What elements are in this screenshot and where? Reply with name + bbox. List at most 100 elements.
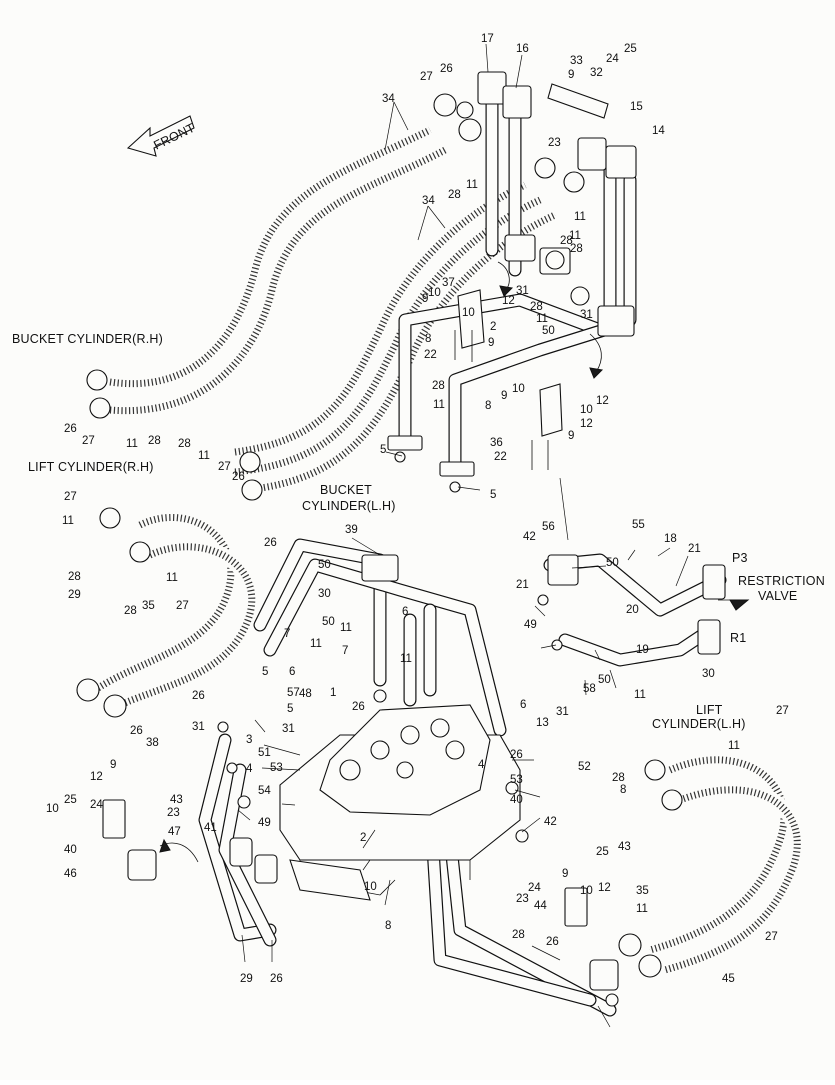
part-number-callout: 10 bbox=[580, 404, 593, 416]
part-number-callout: 31 bbox=[282, 723, 295, 735]
part-number-callout: 31 bbox=[516, 285, 529, 297]
part-number-callout: 11 bbox=[340, 622, 352, 634]
part-number-callout: 23 bbox=[167, 807, 180, 819]
part-number-callout: 46 bbox=[64, 868, 77, 880]
part-number-callout: 15 bbox=[630, 101, 643, 113]
part-number-callout: 11 bbox=[536, 313, 548, 325]
part-number-callout: 38 bbox=[146, 737, 159, 749]
bucket-rh-label: BUCKET CYLINDER(R.H) bbox=[12, 332, 163, 346]
part-number-callout: 9 bbox=[488, 337, 494, 349]
part-number-callout: 4 bbox=[478, 759, 485, 771]
part-number-callout: 49 bbox=[524, 619, 537, 631]
part-number-callout: 25 bbox=[64, 794, 77, 806]
part-number-callout: 11 bbox=[126, 438, 138, 450]
part-number-callout: 22 bbox=[424, 349, 437, 361]
part-number-callout: 29 bbox=[68, 589, 81, 601]
part-number-callout: 26 bbox=[510, 749, 523, 761]
part-number-callout: 31 bbox=[192, 721, 205, 733]
part-number-callout: 42 bbox=[544, 816, 557, 828]
part-number-callout: 5 bbox=[490, 489, 496, 501]
part-number-callout: 21 bbox=[516, 579, 529, 591]
part-number-callout: 32 bbox=[590, 67, 603, 79]
part-number-callout: 8 bbox=[425, 333, 431, 345]
part-number-callout: 56 bbox=[542, 521, 555, 533]
part-number-callout: 11 bbox=[198, 450, 210, 462]
upper-brackets bbox=[454, 289, 563, 470]
part-number-callout: 34 bbox=[382, 93, 395, 105]
part-number-callout: 9 bbox=[501, 390, 507, 402]
part-number-callout: 50 bbox=[542, 325, 555, 337]
part-number-callout: 21 bbox=[688, 543, 701, 555]
part-number-callout: 28 bbox=[124, 605, 137, 617]
part-number-callout: 27 bbox=[176, 600, 189, 612]
part-number-callout: 9 bbox=[568, 430, 574, 442]
restriction-label-2: VALVE bbox=[758, 589, 797, 603]
part-number-callout: 31 bbox=[556, 706, 569, 718]
part-number-callout: 11 bbox=[433, 399, 445, 411]
lift-rh-label: LIFT CYLINDER(R.H) bbox=[28, 460, 154, 474]
part-number-callout: 34 bbox=[422, 195, 435, 207]
part-number-callout: 10 bbox=[364, 881, 377, 893]
part-number-callout: 51 bbox=[258, 747, 271, 759]
part-number-callout: 9 bbox=[422, 293, 428, 305]
part-number-callout: 10 bbox=[512, 383, 525, 395]
part-number-callout: 10 bbox=[46, 803, 59, 815]
part-number-callout: 11 bbox=[728, 740, 740, 752]
part-number-callout: 55 bbox=[632, 519, 645, 531]
part-number-callout: 11 bbox=[400, 653, 412, 665]
part-number-callout: 28 bbox=[148, 435, 161, 447]
part-number-callout: 26 bbox=[64, 423, 77, 435]
part-number-callout: 40 bbox=[510, 794, 523, 806]
part-number-callout: 24 bbox=[528, 882, 541, 894]
lift-lh-label-2: CYLINDER(L.H) bbox=[652, 717, 746, 731]
restriction-label-1: RESTRICTION bbox=[738, 574, 825, 588]
part-number-callout: 28 bbox=[612, 772, 625, 784]
part-number-callout: 12 bbox=[502, 295, 515, 307]
part-number-callout: 20 bbox=[626, 604, 639, 616]
part-number-callout: 35 bbox=[636, 885, 649, 897]
part-number-callout: 6 bbox=[402, 606, 408, 618]
part-number-callout: 13 bbox=[536, 717, 549, 729]
part-number-callout: 7 bbox=[342, 645, 348, 657]
part-number-callout: 5 bbox=[287, 703, 293, 715]
part-number-callout: 54 bbox=[258, 785, 271, 797]
part-number-callout: 26 bbox=[130, 725, 143, 737]
part-number-callout: 8 bbox=[620, 784, 626, 796]
part-number-callout: 27 bbox=[420, 71, 433, 83]
part-number-callout: 52 bbox=[578, 761, 591, 773]
leader-lines bbox=[237, 43, 689, 1028]
part-number-callout: 5 bbox=[380, 444, 386, 456]
part-number-callout: 27 bbox=[218, 461, 231, 473]
part-number-callout: 12 bbox=[598, 882, 611, 894]
part-number-callout: 11 bbox=[634, 689, 646, 701]
part-number-callout: 8 bbox=[485, 400, 491, 412]
part-number-callout: 45 bbox=[722, 973, 735, 985]
part-number-callout: 17 bbox=[481, 33, 494, 45]
part-number-callout: 24 bbox=[90, 799, 103, 811]
part-number-callout: 50 bbox=[318, 559, 331, 571]
front-arrow: FRONT bbox=[126, 115, 197, 157]
curved-arrows bbox=[159, 261, 750, 863]
part-number-callout: 9 bbox=[568, 69, 574, 81]
part-number-callout: 3 bbox=[246, 734, 252, 746]
lift-lh-label-1: LIFT bbox=[696, 703, 723, 717]
part-number-callout: 10 bbox=[462, 307, 475, 319]
part-number-callout: 47 bbox=[168, 826, 181, 838]
part-number-callout: 28 bbox=[448, 189, 461, 201]
part-number-callout: 11 bbox=[466, 179, 478, 191]
part-number-callout: 8 bbox=[385, 920, 391, 932]
part-number-callout: 12 bbox=[580, 418, 593, 430]
part-number-callout: 28 bbox=[432, 380, 445, 392]
part-number-callout: 36 bbox=[490, 437, 503, 449]
part-number-callout: 30 bbox=[702, 668, 715, 680]
part-number-callout: 49 bbox=[258, 817, 271, 829]
part-number-callout: 48 bbox=[299, 688, 312, 700]
part-number-callout: 16 bbox=[516, 43, 529, 55]
part-number-callout: 26 bbox=[352, 701, 365, 713]
part-number-callout: 18 bbox=[664, 533, 677, 545]
part-number-callout: 2 bbox=[360, 832, 366, 844]
part-number-callout: 4 bbox=[246, 763, 253, 775]
part-number-callout: 26 bbox=[546, 936, 559, 948]
part-number-callout: 42 bbox=[523, 531, 536, 543]
